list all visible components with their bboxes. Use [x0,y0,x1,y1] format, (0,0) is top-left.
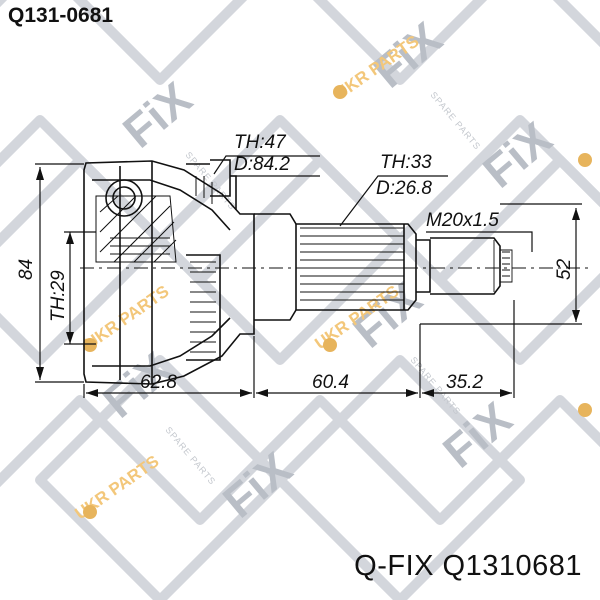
outer-teeth-label: TH:47 [234,132,287,153]
right-diameter-label: 52 [554,258,575,280]
gear-icon [323,338,337,352]
shaft-diameter-label: D:26.8 [376,178,432,199]
part-number-title: Q131-0681 [8,4,114,27]
outer-diameter-label: D:84.2 [234,154,290,175]
thread-length-label: 35.2 [446,372,483,393]
gear-icon [333,85,347,99]
gear-icon [578,153,592,167]
height-label: 84 [16,259,37,280]
inner-teeth-label: TH:29 [48,270,69,322]
thread-label: M20x1.5 [426,210,499,231]
cv-joint-body [80,159,590,385]
gear-icon [578,403,592,417]
dimension-lines [35,155,582,398]
shaft-teeth-label: TH:33 [380,152,432,173]
shaft-length-label: 60.4 [312,372,349,393]
gear-icon [83,338,97,352]
gear-icon [83,505,97,519]
footer-caption: Q-FIX Q1310681 [354,550,582,582]
body-length-label: 62.8 [140,372,177,393]
